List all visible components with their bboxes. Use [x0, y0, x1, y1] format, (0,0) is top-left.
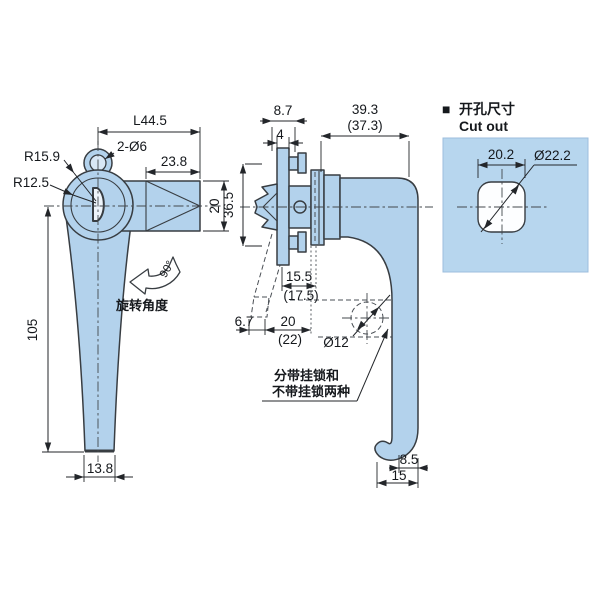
- dim-panel-offset-label: 20: [280, 314, 295, 329]
- dim-hook-offset-label: 8.5: [400, 452, 419, 467]
- dim-arm-height-label: 20: [207, 198, 222, 213]
- dim-tip-width-label: 13.8: [87, 461, 113, 476]
- dim-handle-length-label: 105: [25, 319, 40, 342]
- dim-radius-outer: R15.9: [24, 149, 97, 202]
- dim-hook-width-label: 15: [391, 468, 406, 483]
- rotation-arrow-icon: [129, 256, 181, 295]
- dim-hook-width: 15: [376, 462, 418, 488]
- dim-head-depth-label: 8.7: [274, 103, 293, 118]
- rotation-symbol: 90° 旋转角度: [115, 256, 181, 313]
- dim-holes-label: 2-Ø6: [117, 139, 147, 154]
- dim-panel-offset-paren-label: (22): [278, 332, 302, 347]
- dim-depth: 39.3 (37.3): [320, 102, 410, 177]
- dim-plate-thickness: 4: [263, 127, 303, 150]
- dim-arm-height: 20: [203, 180, 229, 232]
- screw-top: [288, 152, 307, 174]
- dim-across-flats: 20.2: [477, 147, 526, 178]
- dim-tip-width: 13.8: [66, 455, 133, 482]
- mounting-plate: [276, 147, 290, 266]
- dim-grip-clearance-label: 15.5: [286, 269, 312, 284]
- dim-body-height: 36.5: [221, 163, 262, 247]
- dim-depth-paren-label: (37.3): [347, 118, 382, 133]
- arm-chamfer-top: [145, 180, 201, 207]
- dim-padlock-hole: Ø12: [323, 294, 391, 350]
- dim-head-depth: 8.7: [260, 103, 307, 152]
- dim-arm-length-label: 23.8: [161, 154, 187, 169]
- section-marker: ■: [442, 101, 450, 117]
- dim-handle-length: 105: [25, 207, 84, 453]
- dim-diameter-label: Ø22.2: [534, 148, 571, 163]
- dim-body-height-label: 36.5: [221, 192, 236, 218]
- screw-bottom: [288, 231, 307, 253]
- dim-depth-label: 39.3: [352, 102, 378, 117]
- padlock-note-line1: 分带挂锁和: [274, 368, 339, 383]
- dim-grip-clearance-paren-label: (17.5): [283, 288, 318, 303]
- dim-padlock-hole-label: Ø12: [323, 335, 349, 350]
- arm-chamfer-bottom: [145, 205, 201, 232]
- dim-arm-length: 23.8: [145, 154, 200, 179]
- dim-phantom-thickness-label: 6.7: [235, 314, 254, 329]
- dim-diameter: Ø22.2: [480, 148, 577, 233]
- radius-inner-label: R12.5: [13, 175, 49, 190]
- handle-side: [339, 177, 419, 461]
- padlock-note-line2: 不带挂锁两种: [272, 384, 350, 399]
- radius-outer-label: R15.9: [24, 149, 60, 164]
- cutout-title-en: Cut out: [459, 118, 508, 134]
- dim-radius-inner: R12.5: [13, 175, 97, 204]
- dim-hook-offset: 8.5: [389, 452, 428, 488]
- dim-phantom-thickness: 6.7: [235, 314, 266, 335]
- dim-grip-clearance: 15.5 (17.5): [281, 267, 319, 303]
- dim-overall-length-label: L44.5: [133, 113, 167, 128]
- cutout-title-zh: 开孔尺寸: [459, 101, 515, 117]
- padlock-phantom: [290, 293, 395, 344]
- front-view: L44.5 2-Ø6 23.8 R15.9 R12.5 20: [13, 113, 229, 482]
- side-view: 8.7 4 39.3 (37.3) 36.5 15.5 (17.5): [221, 102, 433, 488]
- phantom-rotated-handle: [250, 233, 282, 318]
- cutout-view: ■ 开孔尺寸 Cut out 20.2 Ø22.2: [442, 101, 589, 273]
- padlock-note: 分带挂锁和 不带挂锁两种: [262, 328, 389, 402]
- dim-plate-thickness-label: 4: [276, 127, 284, 142]
- dim-panel-offset: 20 (22): [265, 314, 311, 347]
- dim-holes-callout: 2-Ø6: [104, 139, 147, 160]
- grip-front: [65, 216, 133, 452]
- rotation-label: 旋转角度: [115, 298, 169, 313]
- dim-overall-length: L44.5: [97, 113, 201, 179]
- bezel-ring: [310, 169, 325, 246]
- dim-across-flats-label: 20.2: [488, 147, 514, 162]
